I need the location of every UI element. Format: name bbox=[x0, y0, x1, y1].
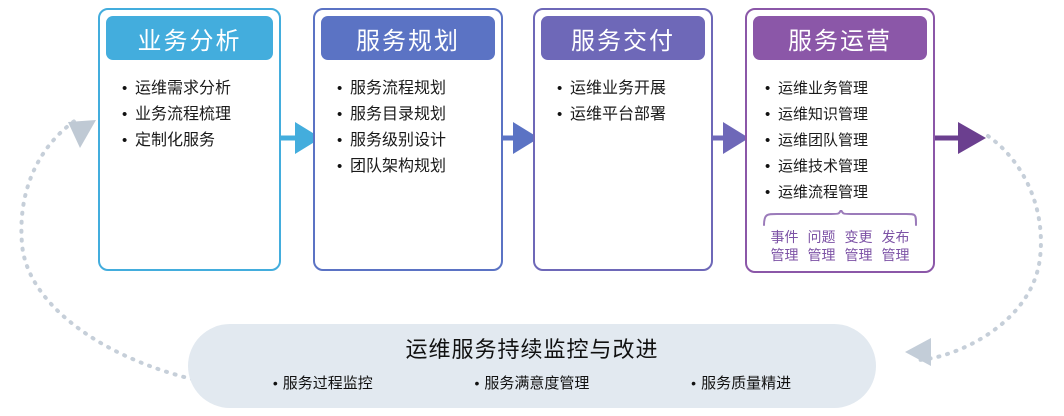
bullet-icon: • bbox=[272, 374, 278, 391]
stage-card-service-delivery[interactable]: 服务交付 • 运维业务开展 • 运维平台部署 bbox=[533, 8, 713, 271]
stage-card-service-planning[interactable]: 服务规划 • 服务流程规划 • 服务目录规划 • 服务级别设计 • 团队架构规划 bbox=[313, 8, 503, 271]
loop-arrow-left-icon bbox=[68, 120, 96, 148]
list-item: • 运维流程管理 bbox=[765, 180, 927, 206]
list-item-label: 团队架构规划 bbox=[350, 158, 447, 175]
stage-item-list: • 运维业务管理 • 运维知识管理 • 运维团队管理 • 运维技术管理 • 运维… bbox=[747, 68, 933, 265]
bullet-icon: • bbox=[765, 106, 771, 123]
list-item-label: 运维技术管理 bbox=[778, 158, 869, 175]
list-item: • 服务流程规划 bbox=[337, 76, 495, 102]
list-item: • 运维团队管理 bbox=[765, 128, 927, 154]
arrow-right-icon bbox=[295, 122, 321, 154]
subitem-row: 事件管理 问题管理 变更管理 发布管理 bbox=[755, 228, 925, 264]
bullet-icon: • bbox=[557, 80, 563, 97]
list-item-label: 运维流程管理 bbox=[778, 184, 869, 201]
curly-brace-icon bbox=[763, 210, 917, 226]
list-item-label: 运维平台部署 bbox=[570, 106, 667, 123]
bullet-icon: • bbox=[474, 374, 480, 391]
banner-item-label: 服务过程监控 bbox=[282, 375, 373, 392]
subitem-problem[interactable]: 问题管理 bbox=[807, 229, 836, 263]
arrow-right-icon bbox=[513, 122, 539, 154]
bullet-icon: • bbox=[337, 80, 343, 97]
banner-item: • 服务满意度管理 bbox=[475, 372, 590, 393]
list-item: • 业务流程梳理 bbox=[122, 102, 273, 128]
stage-title: 服务交付 bbox=[541, 16, 705, 60]
arrow-right-icon bbox=[958, 122, 986, 154]
list-item: • 运维知识管理 bbox=[765, 102, 927, 128]
bullet-icon: • bbox=[337, 158, 343, 175]
stage-card-business-analysis[interactable]: 业务分析 • 运维需求分析 • 业务流程梳理 • 定制化服务 bbox=[98, 8, 281, 271]
list-item-label: 运维需求分析 bbox=[135, 80, 232, 97]
list-item: • 运维技术管理 bbox=[765, 154, 927, 180]
banner-item-label: 服务质量精进 bbox=[701, 375, 792, 392]
arrow-right-icon bbox=[723, 122, 749, 154]
banner-item: • 服务质量精进 bbox=[691, 372, 791, 393]
stage-title: 服务运营 bbox=[753, 16, 927, 60]
bullet-icon: • bbox=[765, 80, 771, 97]
loop-arrow-left-bottom-icon bbox=[905, 338, 931, 366]
list-item-label: 运维知识管理 bbox=[778, 106, 869, 123]
list-item-label: 运维业务开展 bbox=[570, 80, 667, 97]
stage-card-service-operations[interactable]: 服务运营 • 运维业务管理 • 运维知识管理 • 运维团队管理 • 运维技术管理… bbox=[745, 8, 935, 273]
bullet-icon: • bbox=[337, 106, 343, 123]
list-item-label: 服务目录规划 bbox=[350, 106, 447, 123]
list-item: • 服务级别设计 bbox=[337, 128, 495, 154]
list-item-label: 业务流程梳理 bbox=[135, 106, 232, 123]
banner-item-label: 服务满意度管理 bbox=[484, 375, 590, 392]
list-item-label: 服务级别设计 bbox=[350, 132, 447, 149]
stage-item-list: • 服务流程规划 • 服务目录规划 • 服务级别设计 • 团队架构规划 bbox=[315, 68, 501, 263]
stage-title: 业务分析 bbox=[106, 16, 273, 60]
stage-title: 服务规划 bbox=[321, 16, 495, 60]
bullet-icon: • bbox=[765, 132, 771, 149]
loop-path-right bbox=[914, 134, 1043, 362]
banner-item-list: • 服务过程监控 • 服务满意度管理 • 服务质量精进 bbox=[188, 372, 876, 393]
list-item: • 运维业务开展 bbox=[557, 76, 705, 102]
bullet-icon: • bbox=[122, 132, 128, 149]
list-item: • 运维业务管理 bbox=[765, 76, 927, 102]
bullet-icon: • bbox=[691, 374, 697, 391]
stage-item-list: • 运维业务开展 • 运维平台部署 bbox=[535, 68, 711, 263]
stage-item-list: • 运维需求分析 • 业务流程梳理 • 定制化服务 bbox=[100, 68, 279, 263]
list-item-label: 定制化服务 bbox=[135, 132, 216, 149]
banner-title: 运维服务持续监控与改进 bbox=[405, 337, 659, 362]
bullet-icon: • bbox=[122, 106, 128, 123]
bullet-icon: • bbox=[765, 184, 771, 201]
process-subgroup: 事件管理 问题管理 变更管理 发布管理 bbox=[755, 210, 925, 276]
subitem-change[interactable]: 变更管理 bbox=[844, 229, 873, 263]
banner-item: • 服务过程监控 bbox=[273, 372, 373, 393]
list-item: • 运维需求分析 bbox=[122, 76, 273, 102]
list-item: • 团队架构规划 bbox=[337, 154, 495, 180]
subitem-incident[interactable]: 事件管理 bbox=[770, 229, 799, 263]
list-item: • 运维平台部署 bbox=[557, 102, 705, 128]
bullet-icon: • bbox=[122, 80, 128, 97]
continuous-improvement-banner: 运维服务持续监控与改进 • 服务过程监控 • 服务满意度管理 • 服务质量精进 bbox=[188, 324, 876, 408]
list-item: • 服务目录规划 bbox=[337, 102, 495, 128]
list-item: • 定制化服务 bbox=[122, 128, 273, 154]
bullet-icon: • bbox=[765, 158, 771, 175]
list-item-label: 服务流程规划 bbox=[350, 80, 447, 97]
bullet-icon: • bbox=[337, 132, 343, 149]
list-item-label: 运维业务管理 bbox=[778, 80, 869, 97]
subitem-release[interactable]: 发布管理 bbox=[881, 229, 910, 263]
bullet-icon: • bbox=[557, 106, 563, 123]
list-item-label: 运维团队管理 bbox=[778, 132, 869, 149]
connector-stage4-out bbox=[930, 122, 986, 154]
